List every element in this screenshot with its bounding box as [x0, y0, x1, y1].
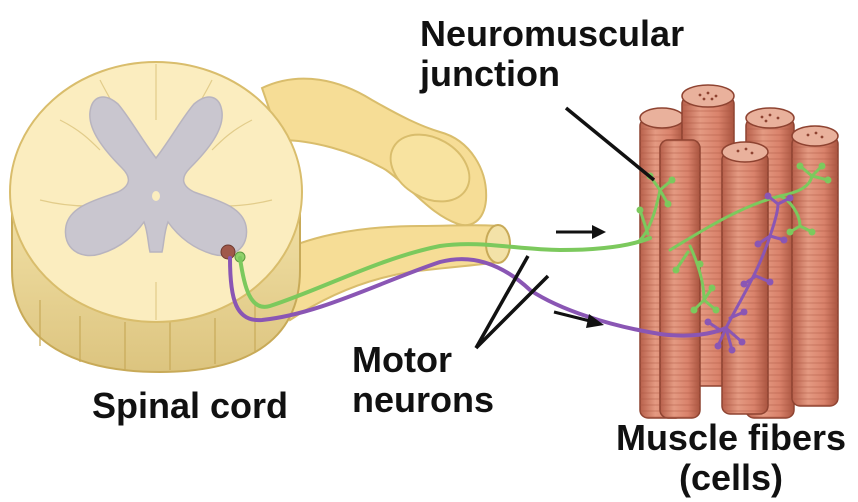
- motor-neurons-label: Motor neurons: [352, 340, 494, 421]
- muscle-fibers-label: Muscle fibers (cells): [606, 418, 856, 499]
- neuromuscular-junction-label-line2: junction: [420, 54, 684, 94]
- muscle-fibers-label-line2: (cells): [606, 458, 856, 498]
- motor-neurons-label-line2: neurons: [352, 380, 494, 420]
- muscle-fiber-icon: [640, 85, 838, 418]
- neuromuscular-junction-label-line1: Neuromuscular: [420, 14, 684, 54]
- muscle-fibers-label-line1: Muscle fibers: [606, 418, 856, 458]
- purple-neuron-cell-body: [221, 245, 235, 259]
- spinal-cord-icon: [10, 62, 510, 372]
- spinal-cord-label: Spinal cord: [92, 386, 288, 426]
- right-arrow-icon: [556, 225, 606, 239]
- motor-neurons-label-line1: Motor: [352, 340, 494, 380]
- muscle-fiber: [660, 140, 700, 418]
- neuromuscular-junction-label: Neuromuscular junction: [420, 14, 684, 95]
